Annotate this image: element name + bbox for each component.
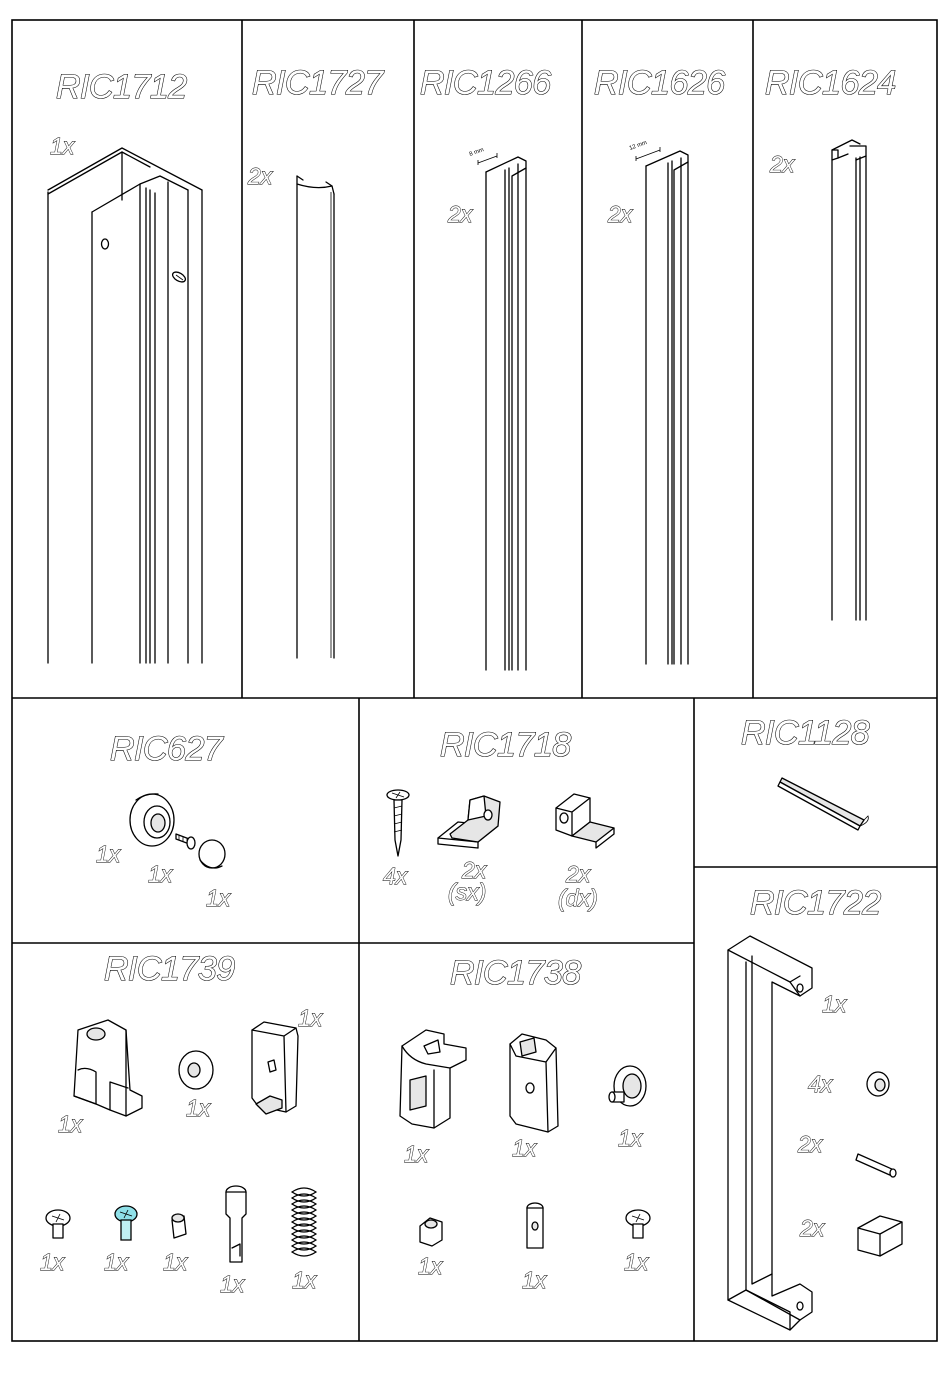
side-ric1718-right: (dx) (558, 885, 598, 911)
magnetic-profile-drawing (297, 176, 334, 658)
bracket-right-drawing (556, 794, 614, 848)
part-code-ric1712: RIC1712 (56, 68, 187, 106)
dimension-12mm: 12 mm (629, 140, 648, 152)
seal-profile-8mm-drawing: 8 mm (469, 147, 526, 670)
qty-ric1739-washer: 1x (186, 1095, 212, 1121)
washer-drawing (867, 1072, 889, 1096)
qty-ric1718-right: 2x (565, 861, 592, 887)
screw-b-drawing (115, 1206, 137, 1240)
nut-drawing (172, 1214, 186, 1238)
seal-profile-12mm-drawing: 12 mm (629, 140, 688, 664)
cell-ric1626: RIC1626 2x 12 mm (594, 64, 725, 664)
roller-drawing (609, 1066, 646, 1106)
screw-drawing (626, 1210, 650, 1238)
cell-ric1624: RIC1624 2x (765, 64, 896, 620)
cell-ric1128: RIC1128 (741, 714, 870, 830)
cell-ric1718: RIC1718 4x 2x (sx) 2x (dx) (383, 726, 614, 911)
hinge-body-drawing (74, 1020, 142, 1116)
qty-ric1722-washer: 4x (808, 1071, 834, 1097)
cell-ric1712: RIC1712 1x (48, 68, 202, 663)
cover-cap-drawing (199, 840, 225, 868)
hinge-body-drawing (400, 1030, 466, 1128)
cell-ric627: RIC627 1x 1x 1x (96, 730, 232, 911)
qty-ric1738-pin: 1x (522, 1267, 548, 1293)
screw-a-drawing (46, 1210, 70, 1238)
qty-ric1739-spring: 1x (292, 1267, 318, 1293)
nut-drawing (420, 1218, 442, 1246)
qty-ric1722-cap: 2x (799, 1215, 826, 1241)
part-code-ric1624: RIC1624 (765, 64, 896, 102)
qty-ric1739-pin: 1x (220, 1271, 246, 1297)
cell-ric1738: RIC1738 (400, 954, 650, 1293)
cell-ric1266: RIC1266 2x 8 mm (420, 64, 551, 670)
side-ric1718-left: (sx) (448, 879, 486, 905)
qty-ric1727: 2x (247, 163, 274, 189)
part-code-ric627: RIC627 (110, 730, 224, 768)
part-code-ric1266: RIC1266 (420, 64, 551, 102)
qty-ric627-cap: 1x (206, 885, 232, 911)
qty-ric1738-hinge: 1x (404, 1141, 430, 1167)
qty-ric1739-plate: 1x (298, 1005, 324, 1031)
wood-screw-drawing (387, 790, 409, 856)
bottom-profile-drawing (832, 140, 866, 620)
qty-ric1739-screw-a: 1x (40, 1249, 66, 1275)
qty-ric1738-screw: 1x (624, 1249, 650, 1275)
part-code-ric1727: RIC1727 (252, 64, 384, 102)
qty-ric1722-pin: 2x (797, 1131, 824, 1157)
part-code-ric1718: RIC1718 (440, 726, 571, 764)
part-code-ric1722: RIC1722 (750, 884, 881, 922)
washer-drawing (179, 1051, 213, 1089)
qty-ric1738-plate: 1x (512, 1135, 538, 1161)
qty-ric1712: 1x (50, 133, 76, 159)
end-cap-drawing (858, 1216, 902, 1256)
bracket-left-drawing (438, 796, 500, 848)
wall-profile-drawing (48, 148, 202, 663)
mounting-plate-drawing (510, 1034, 558, 1132)
pin-drawing (856, 1154, 896, 1177)
hinge-pin-drawing (226, 1186, 246, 1262)
qty-ric1266: 2x (447, 201, 474, 227)
cell-ric1722: RIC1722 1x 4x 2x 2x (728, 884, 902, 1330)
qty-ric1739-hinge: 1x (58, 1111, 84, 1137)
dimension-8mm: 8 mm (469, 147, 485, 158)
part-code-ric1738: RIC1738 (450, 954, 581, 992)
adhesive-strip-drawing (778, 778, 868, 830)
qty-ric1626: 2x (607, 201, 634, 227)
part-code-ric1626: RIC1626 (594, 64, 725, 102)
cell-ric1739: RIC1739 (40, 950, 324, 1297)
qty-ric627-screw: 1x (148, 861, 174, 887)
spring-drawing (292, 1188, 316, 1256)
qty-ric1739-nut: 1x (163, 1249, 189, 1275)
bearing-wheel-drawing (130, 794, 174, 846)
qty-ric1738-nut: 1x (418, 1253, 444, 1279)
qty-ric1738-roller: 1x (618, 1125, 644, 1151)
screw-drawing (176, 834, 195, 849)
mounting-plate-drawing (252, 1022, 298, 1114)
qty-ric1722-handle: 1x (822, 991, 848, 1017)
qty-ric1739-screw-b: 1x (104, 1249, 130, 1275)
cell-ric1727: RIC1727 2x (247, 64, 384, 658)
part-code-ric1739: RIC1739 (104, 950, 235, 988)
qty-ric627-roller: 1x (96, 841, 122, 867)
qty-ric1624: 2x (769, 151, 796, 177)
pin-drawing (527, 1203, 543, 1248)
part-code-ric1128: RIC1128 (741, 714, 870, 752)
qty-ric1718-screw: 4x (383, 863, 409, 889)
